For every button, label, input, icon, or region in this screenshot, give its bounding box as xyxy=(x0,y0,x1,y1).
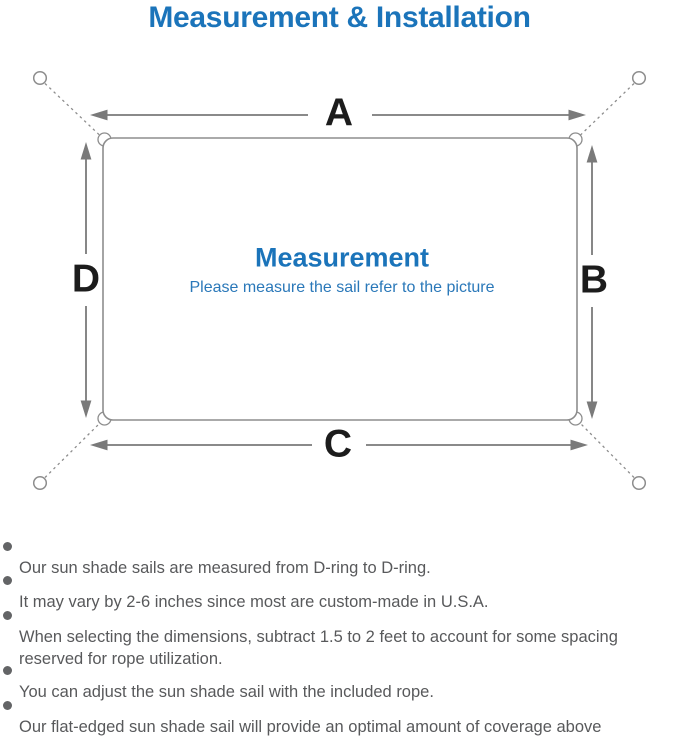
note-item: It may vary by 2-6 inches since most are… xyxy=(0,569,672,613)
arrow-d-down-head-icon xyxy=(80,400,92,418)
anchor-ring-bottom-left-icon xyxy=(32,475,48,491)
anchor-ring-bottom-right-icon xyxy=(631,475,647,491)
dimension-label-c: C xyxy=(323,422,353,466)
note-text: It may vary by 2-6 inches since most are… xyxy=(19,593,489,611)
bullet-icon xyxy=(3,611,12,620)
bullet-icon xyxy=(3,701,12,710)
note-item: You can adjust the sun shade sail with t… xyxy=(0,659,672,703)
note-text: Our sun shade sails are measured from D-… xyxy=(19,559,431,577)
anchor-rings xyxy=(32,70,647,491)
diagram-center-subtitle: Please measure the sail refer to the pic… xyxy=(189,279,495,296)
arrow-b-down-head-icon xyxy=(586,401,598,419)
note-text: Our flat-edged sun shade sail will provi… xyxy=(19,718,602,736)
note-item: Our sun shade sails are measured from D-… xyxy=(0,535,672,579)
arrow-a-left-head-icon xyxy=(90,109,108,121)
anchor-ring-top-right-icon xyxy=(631,70,647,86)
dimension-label-d: D xyxy=(71,257,101,301)
arrow-c-left-head-icon xyxy=(90,439,108,451)
diagram-center-title: Measurement xyxy=(254,242,430,273)
rope-line-bottom-left xyxy=(44,422,101,478)
note-item: Our flat-edged sun shade sail will provi… xyxy=(0,694,672,739)
note-text: When selecting the dimensions, subtract … xyxy=(19,628,618,668)
arrow-d-up-head-icon xyxy=(80,142,92,160)
measurement-diagram xyxy=(32,70,647,491)
dimension-arrows xyxy=(80,109,598,451)
anchor-ring-top-left-icon xyxy=(32,70,48,86)
bullet-icon xyxy=(3,576,12,585)
bullet-icon xyxy=(3,666,12,675)
arrow-c-right-head-icon xyxy=(570,439,588,451)
dimension-label-b: B xyxy=(579,258,609,302)
page-title: Measurement & Installation xyxy=(148,1,531,34)
note-item: When selecting the dimensions, subtract … xyxy=(0,604,672,670)
rope-line-top-left xyxy=(44,83,101,136)
arrow-b-up-head-icon xyxy=(586,145,598,163)
rope-dashed-lines xyxy=(44,83,635,478)
rope-line-top-right xyxy=(579,83,635,136)
arrow-a-right-head-icon xyxy=(568,109,586,121)
note-text: You can adjust the sun shade sail with t… xyxy=(19,683,434,701)
dimension-label-a: A xyxy=(324,91,354,135)
rope-line-bottom-right xyxy=(579,422,635,478)
bullet-icon xyxy=(3,542,12,551)
shade-sail-outline xyxy=(102,137,578,421)
